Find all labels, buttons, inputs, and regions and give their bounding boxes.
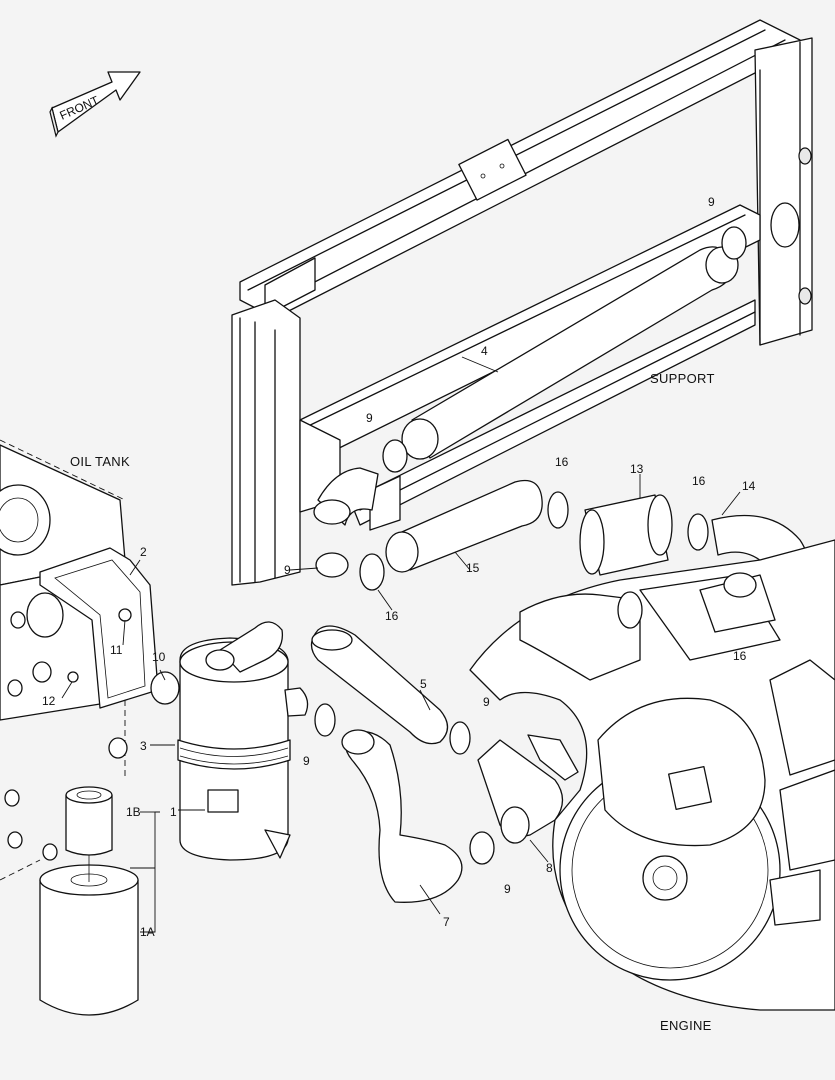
clamp-9-c [315, 552, 349, 578]
callout-2: 2 [140, 545, 147, 559]
clamps [314, 226, 813, 865]
part-13-cylinder [579, 494, 673, 576]
filter-1a [39, 855, 139, 1016]
filter-1b [65, 786, 113, 856]
callout-11: 11 [110, 643, 123, 657]
engine [469, 539, 835, 1011]
callout-13: 13 [630, 462, 644, 476]
clamp-9-f [469, 831, 495, 865]
hose-15 [385, 479, 543, 573]
callout-1b: 1B [126, 805, 141, 819]
callout-1a: 1A [140, 925, 155, 939]
callout-16-d: 16 [733, 649, 747, 663]
callout-9-f: 9 [504, 882, 511, 896]
bolt-12 [67, 671, 79, 683]
label-engine: ENGINE [660, 1018, 712, 1033]
clamp-9-d [314, 703, 336, 737]
label-oil-tank: OIL TANK [70, 454, 130, 469]
callout-3: 3 [140, 739, 147, 753]
clamp-16-b [547, 491, 569, 529]
callout-15: 15 [466, 561, 480, 575]
callout-9-a: 9 [708, 195, 715, 209]
front-arrow: FRONT [49, 71, 141, 138]
clamp-16-a [359, 553, 385, 591]
part-10 [150, 671, 180, 705]
callout-9-d: 9 [483, 695, 490, 709]
air-cleaner [150, 621, 309, 861]
clamp-9-e [449, 721, 471, 755]
part-8 [477, 734, 579, 844]
callout-12: 12 [42, 694, 56, 708]
callout-14: 14 [742, 479, 756, 493]
leader-lines [61, 356, 741, 933]
bolt-11 [118, 608, 132, 622]
callout-4: 4 [481, 344, 488, 358]
callout-8: 8 [546, 861, 553, 875]
callout-9-e: 9 [303, 754, 310, 768]
callout-9-b: 9 [366, 411, 373, 425]
clamp-16-c [687, 513, 709, 551]
elbow-hose [313, 467, 379, 526]
callout-10: 10 [152, 650, 166, 664]
callout-1: 1 [170, 805, 177, 819]
callout-5: 5 [420, 677, 427, 691]
hose-5 [310, 625, 449, 745]
callout-9-c: 9 [284, 563, 291, 577]
support-frame [231, 19, 813, 586]
callout-16-c: 16 [385, 609, 399, 623]
callout-16-a: 16 [555, 455, 569, 469]
clamp-9-a [721, 226, 747, 260]
clamp-9-b [382, 439, 408, 473]
callout-16-b: 16 [692, 474, 706, 488]
hose-7 [341, 729, 463, 903]
callout-7: 7 [443, 915, 450, 929]
label-support: SUPPORT [650, 371, 715, 386]
